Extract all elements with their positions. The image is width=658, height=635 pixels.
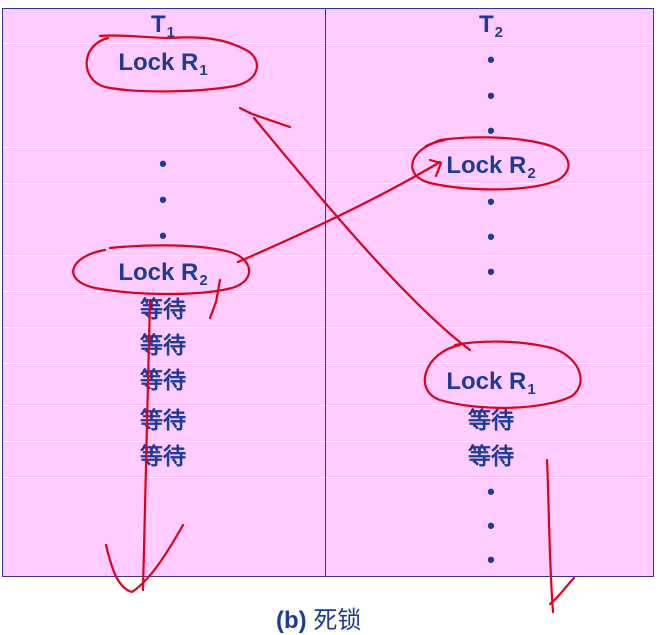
t1-wait: 等待 (140, 368, 186, 394)
wait-line-t2 (545, 458, 555, 614)
t2-ellipsis-dot: • (487, 224, 495, 249)
schedule-table: T1 Lock R1 • • • Lock R2 等待 等待 等待 等待 等待 … (2, 8, 654, 577)
t2-wait: 等待 (468, 444, 514, 470)
t2-wait: 等待 (468, 408, 514, 434)
wait-line-t1 (141, 298, 152, 592)
column-divider (325, 9, 326, 576)
t1-wait: 等待 (140, 408, 186, 434)
arrowhead-t2-r2 (428, 158, 443, 178)
row-rule (3, 255, 653, 256)
t1-ellipsis-dot: • (159, 187, 167, 212)
t1-wait: 等待 (140, 444, 186, 470)
t1-wait: 等待 (140, 297, 186, 323)
circle-t1-lock-r2 (72, 244, 251, 296)
t2-ellipsis-dot: • (487, 83, 495, 108)
row-rule (3, 43, 653, 44)
row-rule (3, 291, 653, 292)
t2-ellipsis-dot: • (487, 547, 495, 572)
t2-lock-r1: Lock R1 (446, 368, 536, 398)
circle-t1-lock-r1 (85, 34, 258, 93)
t1-ellipsis-dot: • (159, 223, 167, 248)
row-rule (3, 441, 653, 442)
arrow-t2-to-t1-r1 (252, 116, 472, 352)
row-rule (3, 363, 653, 364)
arrowhead-t1-r1 (238, 106, 292, 129)
row-rule (3, 183, 653, 184)
hook-t1-lock-r2 (208, 278, 222, 320)
t2-header: T2 (478, 11, 504, 41)
t2-ellipsis-dot: • (487, 118, 495, 143)
t2-ellipsis-dot: • (487, 259, 495, 284)
wait-hook-t1 (104, 523, 185, 594)
wait-hook-t2 (548, 576, 576, 606)
t1-lock-r1: Lock R1 (118, 49, 208, 79)
t2-lock-r2: Lock R2 (446, 152, 536, 182)
row-rule (3, 147, 653, 148)
t1-wait: 等待 (140, 333, 186, 359)
t2-ellipsis-dot: • (487, 479, 495, 504)
t2-ellipsis-dot: • (487, 47, 495, 72)
t2-ellipsis-dot: • (487, 189, 495, 214)
row-rule (3, 405, 653, 406)
t1-ellipsis-dot: • (159, 151, 167, 176)
t2-ellipsis-dot: • (487, 513, 495, 538)
t1-header: T1 (150, 11, 176, 41)
t1-lock-r2: Lock R2 (118, 259, 208, 289)
ink-annotations (72, 34, 582, 614)
circle-t2-lock-r1 (423, 340, 582, 409)
row-rule (3, 327, 653, 328)
circle-t2-lock-r2 (411, 136, 570, 191)
arrow-t1-to-t2-r2 (236, 160, 442, 264)
row-rule (3, 477, 653, 478)
